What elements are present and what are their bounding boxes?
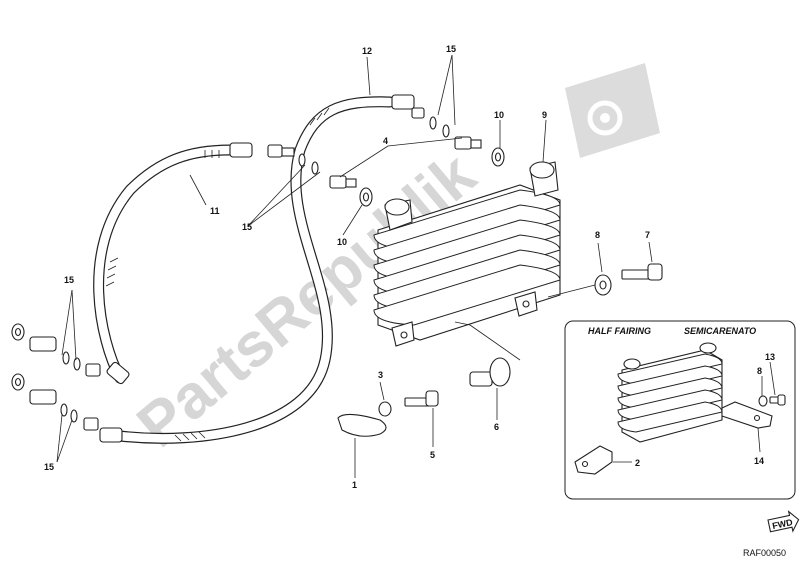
forward-arrow-icon: FWD [767,510,800,533]
callout-15-bottom: 15 [44,462,54,472]
inset-callout-8: 8 [757,366,762,376]
callout-8: 8 [595,230,600,240]
gear-icon [565,63,660,158]
loose-parts [337,263,663,437]
oil-hoses [93,94,415,444]
callout-10-middle: 10 [337,237,347,247]
callout-1: 1 [352,480,357,490]
callout-15-middle: 15 [242,222,252,232]
callout-6: 6 [494,422,499,432]
inset-title-right: SEMICARENATO [684,326,756,336]
callout-12: 12 [362,46,372,56]
inset-callout-14: 14 [754,456,764,466]
fwd-label: FWD [771,517,794,531]
callout-4: 4 [383,136,388,146]
half-fairing-inset: HALF FAIRING SEMICARENATO 2 14 [564,320,796,500]
drawing-code: RAF00050 [743,548,786,558]
callouts: 12 15 10 9 4 11 15 10 15 15 8 7 3 5 6 1 [44,44,650,490]
callout-15-left: 15 [64,275,74,285]
callout-7: 7 [645,230,650,240]
inset-oil-cooler [617,342,723,443]
fittings-upper [267,107,505,207]
fittings-lower [11,323,101,431]
oil-cooler [373,161,561,347]
callout-5: 5 [430,450,435,460]
inset-callout-13: 13 [765,352,775,362]
callout-10-top: 10 [494,110,504,120]
inset-title-left: HALF FAIRING [588,326,651,336]
inset-callout-2: 2 [635,458,640,468]
callout-3: 3 [378,370,383,380]
callout-11: 11 [210,206,220,216]
leader-lines [56,54,653,478]
callout-9: 9 [542,110,547,120]
callout-15-top: 15 [446,44,456,54]
